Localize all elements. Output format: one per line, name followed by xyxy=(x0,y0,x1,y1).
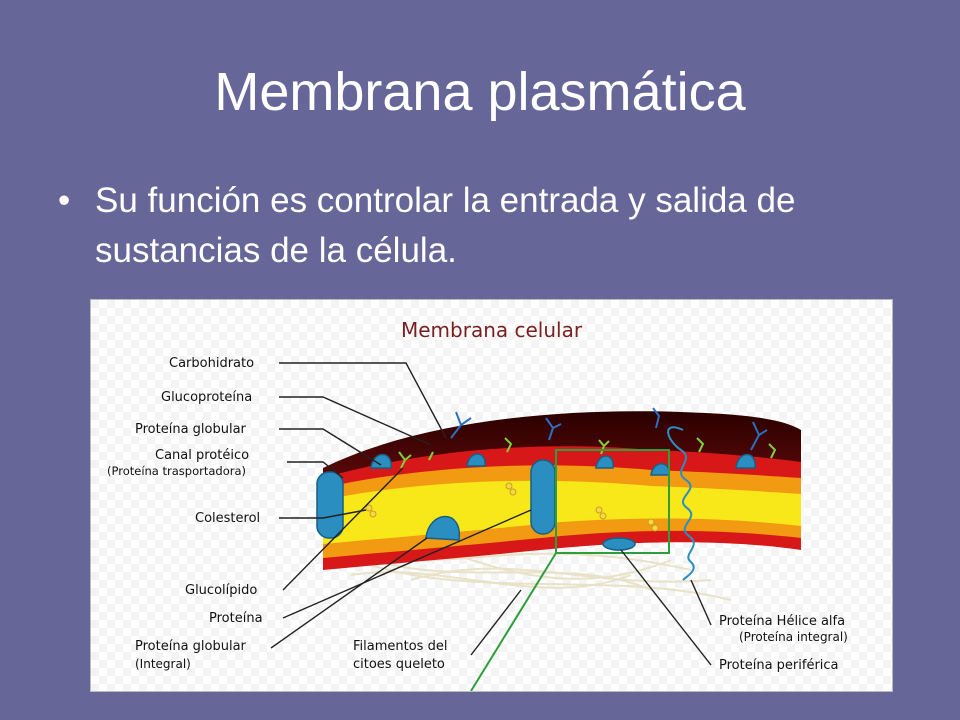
membrane-diagram-svg: Membrana celular Carbohidrato Glucoprote… xyxy=(91,300,892,691)
label-colesterol: Colesterol xyxy=(195,511,260,526)
lipid-bilayer xyxy=(323,411,801,570)
membrane-diagram: Membrana celular Carbohidrato Glucoprote… xyxy=(90,299,893,692)
label-proteina-helice-sub: (Proteína integral) xyxy=(739,630,848,644)
proteins xyxy=(316,453,756,551)
label-filamentos-1: Filamentos del xyxy=(353,639,447,654)
zoom-line xyxy=(470,552,557,691)
label-canal-proteico-sub: (Proteína trasportadora) xyxy=(107,464,246,478)
bullet-text: Su función es controlar la entrada y sal… xyxy=(95,181,796,270)
label-proteina: Proteína xyxy=(209,611,263,626)
leader-lines xyxy=(270,362,712,666)
bullet-dot: • xyxy=(58,181,71,220)
label-proteina-helice: Proteína Hélice alfa xyxy=(719,614,845,629)
alpha-helix-protein xyxy=(667,426,695,581)
glycolipids xyxy=(398,437,777,469)
carbohydrate-chains xyxy=(450,407,768,451)
globular-protein-integral xyxy=(425,515,460,541)
label-glucolipido: Glucolípido xyxy=(185,583,257,598)
slide-title: Membrana plasmática xyxy=(214,62,746,122)
label-integral-sub: (Integral) xyxy=(135,657,191,671)
label-carbohidrato: Carbohidrato xyxy=(169,356,254,371)
channel-protein-center xyxy=(530,459,556,535)
zoom-box xyxy=(555,449,670,554)
diagram-title: Membrana celular xyxy=(401,318,583,342)
label-canal-proteico: Canal protéico xyxy=(155,448,249,463)
label-proteina-periferica: Proteína periférica xyxy=(719,658,839,673)
label-proteina-globular-integral: Proteína globular xyxy=(135,639,247,654)
globular-protein-top-2 xyxy=(466,453,486,467)
label-glucoproteina: Glucoproteína xyxy=(161,390,252,405)
globular-protein-top-1 xyxy=(370,453,392,469)
cholesterol-molecules xyxy=(365,482,659,532)
label-proteina-globular: Proteína globular xyxy=(135,422,247,437)
peripheral-protein xyxy=(602,537,636,551)
channel-protein-left xyxy=(316,471,344,539)
globular-protein-top-3 xyxy=(595,455,614,469)
label-filamentos-2: citoes queleto xyxy=(353,657,445,672)
globular-protein-top-5 xyxy=(735,453,756,469)
